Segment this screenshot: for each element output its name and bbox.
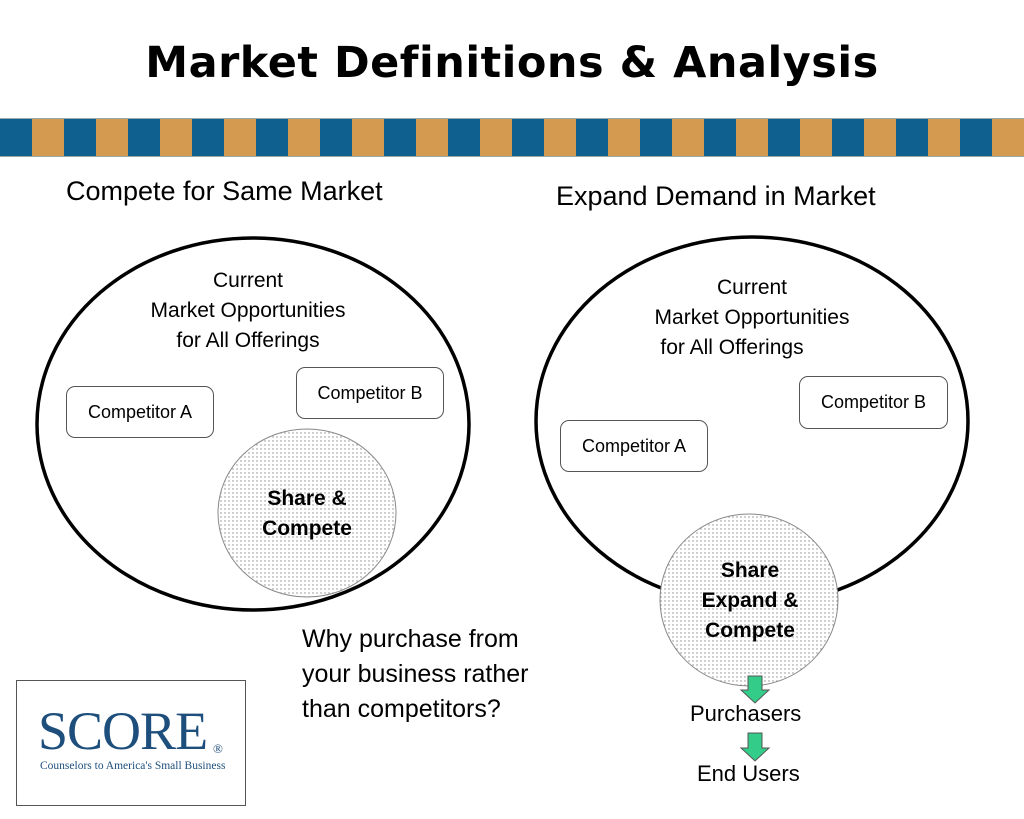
band-segment	[224, 119, 256, 156]
band-segment	[384, 119, 416, 156]
band-segment	[320, 119, 352, 156]
band-segment	[672, 119, 704, 156]
band-segment	[864, 119, 896, 156]
left-competitor-a-box: Competitor A	[66, 386, 214, 438]
registered-mark: ®	[213, 741, 223, 756]
band-segment	[704, 119, 736, 156]
band-segment	[832, 119, 864, 156]
slide-title: Market Definitions & Analysis	[145, 38, 879, 88]
band-segment	[608, 119, 640, 156]
band-segment	[160, 119, 192, 156]
decorative-band	[0, 118, 1024, 157]
circle-label-line: Market Opportunities	[654, 306, 850, 329]
right-circle-label: Current Market Opportunities for All Off…	[632, 273, 872, 363]
score-logo	[16, 680, 246, 806]
arrow-down-icon	[739, 732, 771, 762]
band-segment	[576, 119, 608, 156]
circle-label-line: for All Offerings	[176, 329, 320, 352]
band-segment	[896, 119, 928, 156]
band-segment	[640, 119, 672, 156]
band-segment	[32, 119, 64, 156]
band-segment	[928, 119, 960, 156]
share-label-line: Expand &	[701, 589, 799, 612]
share-label-line: Compete	[262, 517, 352, 540]
left-share-label: Share & Compete	[232, 484, 382, 544]
circle-label-line: for All Offerings	[660, 336, 804, 359]
logo-wordmark: SCORE	[38, 701, 208, 761]
left-competitor-b-box: Competitor B	[296, 367, 444, 419]
question-line: your business rather	[302, 660, 529, 688]
band-segment	[768, 119, 800, 156]
band-segment	[192, 119, 224, 156]
band-segment	[352, 119, 384, 156]
question-line: Why purchase from	[302, 625, 519, 653]
band-segment	[0, 119, 32, 156]
question-text: Why purchase from your business rather t…	[302, 622, 529, 727]
band-segment	[64, 119, 96, 156]
band-segment	[480, 119, 512, 156]
left-circle-label: Current Market Opportunities for All Off…	[128, 266, 368, 356]
circle-label-line: Current	[716, 276, 788, 299]
right-heading: Expand Demand in Market	[556, 181, 876, 211]
band-segment	[256, 119, 288, 156]
band-segment	[992, 119, 1024, 156]
share-label-line: Compete	[705, 619, 795, 642]
band-segment	[416, 119, 448, 156]
circle-label-line: Current	[212, 269, 284, 292]
band-segment	[96, 119, 128, 156]
flow-end-users: End Users	[697, 761, 800, 786]
band-segment	[288, 119, 320, 156]
question-line: than competitors?	[302, 695, 501, 723]
arrow-down-icon	[739, 675, 771, 704]
left-heading: Compete for Same Market	[66, 176, 383, 206]
band-segment	[800, 119, 832, 156]
circle-label-line: Market Opportunities	[150, 299, 346, 322]
logo-tagline: Counselors to America's Small Business	[40, 760, 226, 772]
right-competitor-a-box: Competitor A	[560, 420, 708, 472]
band-segment	[960, 119, 992, 156]
right-share-label: Share Expand & Compete	[675, 556, 825, 646]
band-segment	[512, 119, 544, 156]
band-segment	[448, 119, 480, 156]
flow-purchasers: Purchasers	[690, 701, 802, 726]
share-label-line: Share &	[267, 487, 347, 510]
band-segment	[736, 119, 768, 156]
band-segment	[128, 119, 160, 156]
left-share-circle	[217, 428, 397, 598]
band-segment	[544, 119, 576, 156]
share-label-line: Share	[720, 559, 780, 582]
right-competitor-b-box: Competitor B	[799, 376, 948, 429]
